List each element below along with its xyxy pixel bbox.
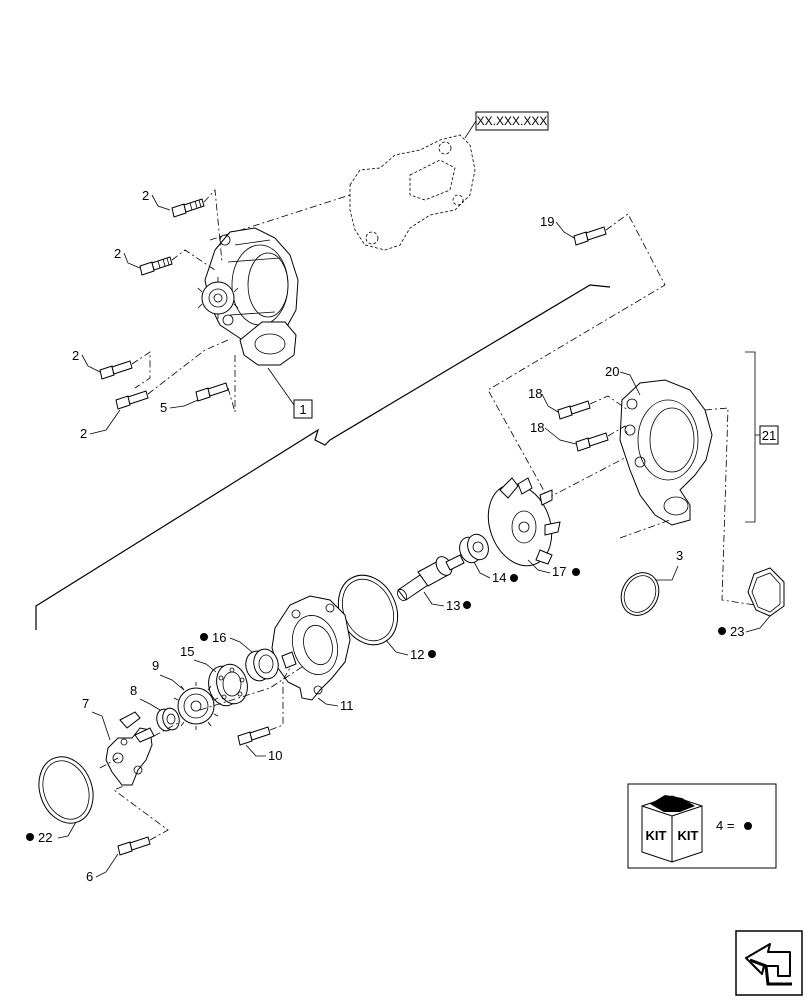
svg-text:KIT: KIT: [678, 828, 699, 843]
bolt-2-lower: [99, 360, 133, 380]
bolt-2-top: [171, 198, 205, 218]
callout-9[interactable]: 9: [152, 658, 159, 673]
back-navigation-icon[interactable]: [735, 930, 803, 996]
callout-12[interactable]: 12: [410, 647, 424, 662]
kit-dot-16: [200, 633, 208, 641]
gasket-23: [747, 567, 785, 617]
pump-drive-gear: [197, 277, 239, 319]
pump-cover-20[interactable]: [619, 379, 713, 526]
kit-dot-22: [26, 833, 34, 841]
kit-dot-13: [463, 601, 471, 609]
svg-text:1: 1: [299, 402, 306, 417]
kit-dot-14: [510, 574, 518, 582]
bolt-18-upper: [557, 400, 591, 420]
bolt-19: [573, 226, 607, 246]
callout-16[interactable]: 16: [212, 630, 226, 645]
callout-13[interactable]: 13: [446, 598, 460, 613]
callout-8[interactable]: 8: [130, 683, 137, 698]
callout-11[interactable]: 11: [340, 698, 354, 713]
kit-legend-label: 4 =: [716, 818, 734, 833]
bolt-18-lower: [575, 432, 609, 452]
callout-2-lower[interactable]: 2: [72, 348, 79, 363]
callout-15[interactable]: 15: [180, 644, 194, 659]
shaft-13: [397, 554, 465, 601]
kit-dot-12: [428, 650, 436, 658]
callout-18-upper[interactable]: 18: [528, 386, 542, 401]
kit-legend: KIT KIT 4 =: [627, 783, 777, 869]
reference-box[interactable]: XX.XXX.XXX: [475, 111, 549, 131]
cover-plate-7[interactable]: [105, 711, 155, 786]
bolt-2-bottom: [115, 390, 149, 410]
kit-dot-23: [718, 627, 726, 635]
callout-box-1[interactable]: 1: [293, 399, 313, 419]
section-separator-line: [35, 284, 611, 630]
callout-6[interactable]: 6: [86, 869, 93, 884]
callout-5[interactable]: 5: [160, 400, 167, 415]
callout-23[interactable]: 23: [730, 624, 744, 639]
callout-2-bottom[interactable]: 2: [80, 426, 87, 441]
callout-7[interactable]: 7: [82, 696, 89, 711]
callout-2-top[interactable]: 2: [142, 188, 149, 203]
bolt-2-middle: [139, 256, 173, 276]
callout-10[interactable]: 10: [268, 748, 282, 763]
bolt-6: [117, 836, 151, 856]
gasket-22: [38, 756, 94, 824]
bearing-16: [245, 648, 279, 682]
spacer-8: [156, 707, 180, 732]
reference-box-label: XX.XXX.XXX: [477, 114, 548, 128]
callout-20[interactable]: 20: [605, 364, 619, 379]
bolt-10: [237, 726, 271, 746]
o-ring-3: [620, 572, 660, 616]
seal-14: [459, 533, 489, 564]
group-bracket-21: [745, 351, 756, 523]
water-pump-assembly[interactable]: [197, 227, 299, 366]
callout-22[interactable]: 22: [38, 830, 52, 845]
callout-14[interactable]: 14: [492, 570, 506, 585]
svg-text:KIT: KIT: [646, 828, 667, 843]
gear-9: [173, 682, 219, 730]
bolt-5: [195, 382, 229, 402]
ghost-outlet-flange: [349, 134, 476, 251]
callout-18-lower[interactable]: 18: [530, 420, 544, 435]
impeller-17: [487, 477, 561, 567]
bearing-housing-11[interactable]: [271, 595, 351, 701]
callout-17[interactable]: 17: [552, 564, 566, 579]
kit-box-icon: KIT KIT: [641, 795, 703, 863]
callout-box-21[interactable]: 21: [759, 425, 779, 445]
kit-dot-17: [572, 568, 580, 576]
callout-3[interactable]: 3: [676, 548, 683, 563]
kit-dot-legend: [744, 822, 752, 830]
callout-19[interactable]: 19: [540, 214, 554, 229]
callout-2-middle[interactable]: 2: [114, 246, 121, 261]
svg-text:21: 21: [762, 428, 776, 443]
bearing-15: [208, 663, 248, 707]
